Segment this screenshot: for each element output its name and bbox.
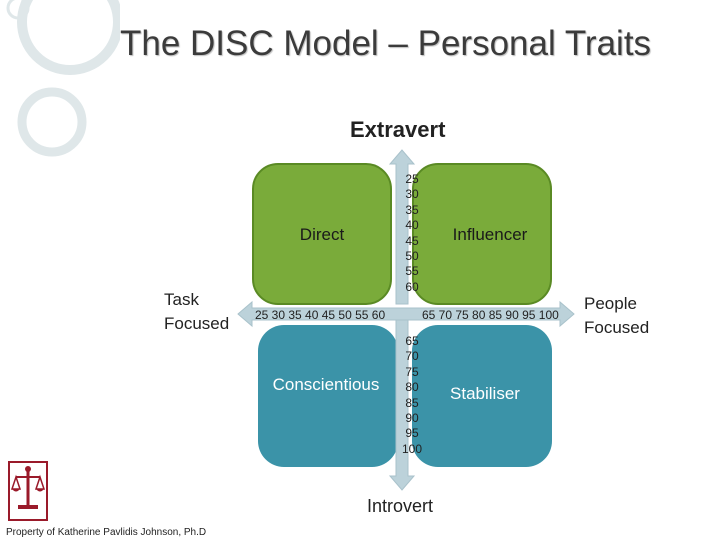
quadrant-label-influencer: Influencer <box>452 225 528 244</box>
scale-tick: 50 <box>405 249 419 264</box>
scale-tick: 25 <box>405 172 419 186</box>
scale-tick: 85 <box>405 395 419 410</box>
logo-bowl-right <box>36 489 44 492</box>
scale-tick: 90 <box>405 411 419 426</box>
logo-base <box>18 505 38 509</box>
scale-tick: 30 <box>405 187 419 202</box>
axis-label-right: People Focused <box>584 294 650 337</box>
decor-circle-small <box>17 87 87 157</box>
quadrant-conscientious <box>258 325 398 467</box>
scale-tick: 40 <box>405 218 419 233</box>
slide-title: The DISC Model – Personal Traits <box>120 24 652 63</box>
scale-tick: 80 <box>405 380 419 395</box>
quadrant-label-stabiliser: Stabiliser <box>450 384 520 403</box>
scale-tick: 60 <box>405 279 419 294</box>
logo-bowl-left <box>12 489 20 492</box>
horizontal-scale-right: 65 70 75 80 85 90 95 100 <box>422 308 559 322</box>
vertical-scale-lower: 65 70 75 80 85 90 95 100 <box>400 334 424 457</box>
axis-label-top: Extravert <box>350 117 446 142</box>
quadrant-stabiliser <box>412 325 552 467</box>
axis-label-bottom: Introvert <box>367 496 434 516</box>
scale-tick: 75 <box>405 364 419 379</box>
scale-tick: 70 <box>405 349 419 364</box>
quadrant-label-direct: Direct <box>299 225 345 244</box>
horizontal-arrow <box>237 300 575 328</box>
scale-tick: 55 <box>405 264 419 279</box>
scale-tick: 100 <box>401 441 423 456</box>
vertical-scale-upper: 25 30 35 40 45 50 55 60 <box>400 172 424 295</box>
scale-tick: 65 <box>405 334 419 348</box>
logo-top <box>25 466 31 472</box>
scale-tick: 35 <box>405 202 419 217</box>
quadrant-direct <box>252 163 392 305</box>
decor-circle-large <box>17 0 120 75</box>
quadrant-influencer <box>412 163 552 305</box>
vertical-arrow <box>388 149 416 305</box>
scale-tick: 45 <box>405 233 419 248</box>
scale-tick: 95 <box>405 426 419 441</box>
vertical-arrow-lower <box>388 317 416 491</box>
decor-circle-tiny <box>6 0 30 20</box>
horizontal-scale-left: 25 30 35 40 45 50 55 60 <box>255 308 386 322</box>
quadrant-label-conscientious: Conscientious <box>272 375 380 394</box>
decorative-circles <box>6 0 120 157</box>
logo-icon <box>8 461 48 521</box>
axis-label-left: Task Focused <box>164 290 230 333</box>
footer-credit: Property of Katherine Pavlidis Johnson, … <box>6 527 207 538</box>
